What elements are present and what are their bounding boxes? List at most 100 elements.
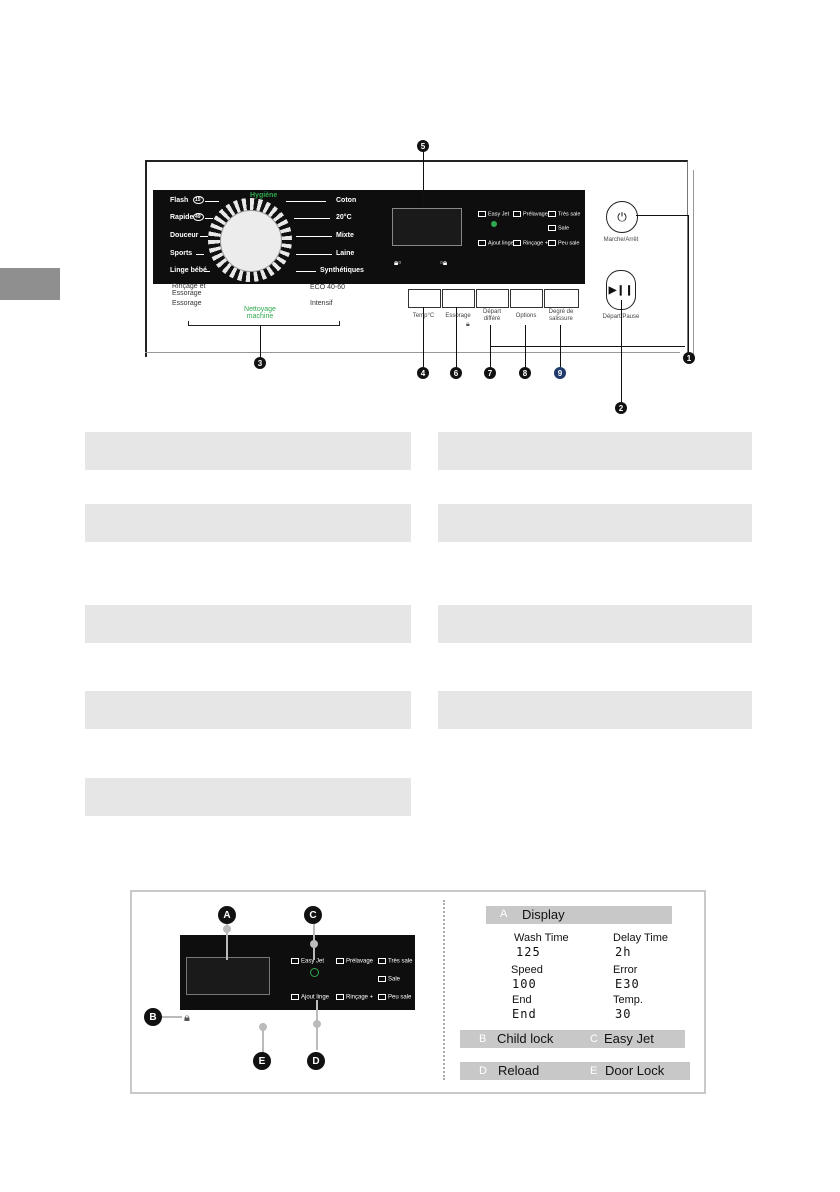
- leader-4: [423, 307, 424, 367]
- dot-a: [223, 925, 231, 933]
- bracket-3: [188, 321, 340, 326]
- program-intensif: Intensif: [310, 300, 333, 307]
- tick-line: [200, 236, 208, 237]
- callout-4: 4: [417, 367, 429, 379]
- tick-line: [296, 254, 332, 255]
- legend-d-text: Reload: [498, 1063, 540, 1078]
- figure-option-sale: Sale: [378, 976, 400, 983]
- program-essorage: Essorage: [172, 300, 202, 307]
- leader-6: [456, 307, 457, 367]
- temp-button[interactable]: [408, 289, 441, 308]
- degre-salissure-button[interactable]: [544, 289, 579, 308]
- legend-a-text: Display: [522, 907, 565, 922]
- figure-child-lock-square: [200, 1015, 208, 1022]
- power-label: Marche/Arrêt: [603, 237, 639, 243]
- panel-frame: [145, 160, 688, 357]
- program-nettoyage-machine: Nettoyage machine: [244, 306, 276, 320]
- callout-b: B: [144, 1008, 162, 1026]
- info-error-value: E30: [615, 977, 640, 991]
- info-wash-time-label: Wash Time: [514, 932, 569, 944]
- figure-frame: [130, 890, 706, 1094]
- program-flash: Flash: [170, 197, 189, 204]
- leader-e: [262, 1023, 264, 1053]
- option-easy-jet[interactable]: Easy Jet: [478, 211, 509, 217]
- figure-option-prelavage: Prélavage: [336, 958, 373, 965]
- button-combo-lock-icon: 🔒︎: [466, 321, 470, 328]
- callout-8: 8: [519, 367, 531, 379]
- legend-e-letter: E: [590, 1065, 598, 1077]
- callout-9: 9: [554, 367, 566, 379]
- dot-e: [259, 1023, 267, 1031]
- leader-b: [158, 1016, 182, 1018]
- tick-line: [196, 254, 204, 255]
- leader-2: [621, 300, 622, 402]
- callout-a: A: [218, 906, 236, 924]
- tick-line: [205, 201, 219, 202]
- degre-salissure-label: Degré de salissure: [548, 309, 574, 322]
- leader-1-h: [636, 215, 688, 216]
- program-coton: Coton: [336, 197, 357, 204]
- callout-6: 6: [450, 367, 462, 379]
- label-bar: [85, 605, 411, 643]
- callout-5: 5: [417, 140, 429, 152]
- dot-c: [310, 940, 318, 948]
- legend-de-bar: [460, 1062, 690, 1080]
- flash-time-badge: 15': [193, 196, 204, 204]
- program-eco-40-60: ECO 40-60: [310, 284, 346, 291]
- program-hygiene: Hygiène: [250, 192, 278, 199]
- options-label: Options: [515, 313, 537, 319]
- option-peu-sale[interactable]: Peu sale: [548, 240, 579, 246]
- figure-option-peu-sale: Peu sale: [378, 994, 411, 1001]
- info-temp-label: Temp.: [613, 994, 643, 1006]
- program-sports: Sports: [170, 250, 193, 257]
- figure-door-lock-icon: 🔒︎: [257, 1010, 263, 1021]
- figure-divider: [443, 900, 445, 1080]
- callout-7: 7: [484, 367, 496, 379]
- legend-b-letter: B: [479, 1033, 487, 1045]
- program-rapide: Rapide: [170, 214, 194, 221]
- info-delay-time-value: 2h: [615, 945, 632, 959]
- program-synthetiques: Synthétiques: [320, 267, 364, 274]
- label-bar: [85, 504, 411, 542]
- info-wash-time-value: 125: [516, 945, 541, 959]
- leader-a: [226, 920, 228, 960]
- legend-b-text: Child lock: [497, 1031, 554, 1046]
- callout-e: E: [253, 1052, 271, 1070]
- callout-c: C: [304, 906, 322, 924]
- tick-line: [296, 236, 332, 237]
- rapide-time-badge: 49': [193, 213, 204, 221]
- legend-c-letter: C: [590, 1033, 598, 1045]
- label-bar: [438, 691, 752, 729]
- depart-differe-label: Départ différé: [482, 309, 501, 322]
- info-speed-label: Speed: [511, 964, 543, 976]
- legend-bc-bar: [460, 1030, 685, 1048]
- option-rincage-plus[interactable]: Rinçage +: [513, 240, 548, 246]
- program-rincage-essorage: Rinçage et Essorage: [172, 283, 206, 297]
- legend-a-letter: A: [500, 908, 508, 920]
- option-sale[interactable]: Sale: [548, 225, 569, 231]
- power-button[interactable]: ⏻: [606, 201, 638, 233]
- depart-differe-button[interactable]: [476, 289, 509, 308]
- program-laine: Laine: [336, 250, 355, 257]
- tick-line: [294, 218, 330, 219]
- tick-line: [286, 201, 326, 202]
- callout-d: D: [307, 1052, 325, 1070]
- essorage-button[interactable]: [442, 289, 475, 308]
- figure-option-rincage-plus: Rinçage +: [336, 994, 373, 1001]
- info-end-value: End: [512, 1007, 537, 1021]
- options-button[interactable]: [510, 289, 543, 308]
- info-temp-value: 30: [615, 1007, 632, 1021]
- option-ajout-linge[interactable]: Ajout linge: [478, 240, 514, 246]
- figure-easy-jet-indicator: [310, 968, 319, 977]
- tick-line: [296, 271, 316, 272]
- option-prelavage[interactable]: Prélavage: [513, 211, 548, 217]
- figure-door-lock-square: [246, 1015, 253, 1022]
- label-bar: [438, 605, 752, 643]
- callout-3: 3: [254, 357, 266, 369]
- dial-knob[interactable]: [220, 210, 282, 272]
- program-mixte: Mixte: [336, 232, 354, 239]
- option-tres-sale[interactable]: Très sale: [548, 211, 580, 217]
- label-bar: [85, 778, 411, 816]
- panel-bottom-edge: [145, 352, 680, 353]
- door-lock-icon: ▫🔒︎: [440, 258, 448, 267]
